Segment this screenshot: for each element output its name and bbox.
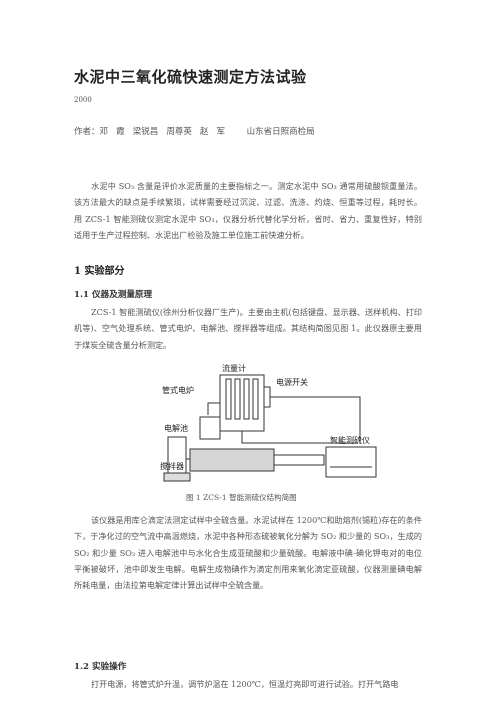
label-tube-furnace: 管式电炉 xyxy=(162,385,194,395)
instrument-text: ZCS-1 智能测硫仪(徐州分析仪器厂生产)。主要由主机(包括键盘、显示器、送样… xyxy=(74,307,422,350)
article-year: 2000 xyxy=(74,96,92,104)
label-electrolysis-cell: 电解池 xyxy=(164,423,188,433)
principle-paragraph: 该仪器是用库仑滴定法测定试样中全硫含量。水泥试样在 1200℃和助熔剂(锡粒)存… xyxy=(74,512,422,593)
flowmeter-tube xyxy=(234,378,241,420)
section-heading-1-1: 1.1 仪器及测量原理 xyxy=(74,290,153,300)
flowmeter-tube xyxy=(252,378,259,420)
flowmeter-tube xyxy=(225,378,232,420)
tube-furnace-symbol xyxy=(199,416,221,440)
instrument-paragraph: ZCS-1 智能测硫仪(徐州分析仪器厂生产)。主要由主机(包括键盘、显示器、送样… xyxy=(74,304,422,353)
electrolysis-cell-symbol xyxy=(167,436,187,478)
abstract-paragraph: 水泥中 SO₃ 含量是评价水泥质量的主要指标之一。测定水泥中 SO₃ 通常用硫酸… xyxy=(74,178,422,243)
article-title: 水泥中三氧化硫快速测定方法试验 xyxy=(74,68,307,86)
section-heading-1: 1 实验部分 xyxy=(74,266,125,277)
figure-caption: 图 1 ZCS-1 智能测硫仪结构简图 xyxy=(186,493,297,502)
power-switch-symbol xyxy=(263,386,271,408)
structure-diagram: 流量计 管式电炉 电源开关 电解池 搅拌器 智能测硫仪 xyxy=(160,363,377,482)
operation-paragraph: 打开电源，将管式炉升温，调节炉温在 1200℃，恒温灯亮即可进行试验。打开气路电 xyxy=(74,676,422,692)
section-heading-1-2: 1.2 实验操作 xyxy=(74,662,127,672)
operation-text: 打开电源，将管式炉升温，调节炉温在 1200℃，恒温灯亮即可进行试验。打开气路电 xyxy=(91,679,399,689)
abstract-text: 水泥中 SO₃ 含量是评价水泥质量的主要指标之一。测定水泥中 SO₃ 通常用硫酸… xyxy=(74,181,422,240)
principle-text: 该仪器是用库仑滴定法测定试样中全硫含量。水泥试样在 1200℃和助熔剂(锡粒)存… xyxy=(74,515,422,591)
flowmeter-tube xyxy=(243,378,250,420)
article-authors: 作者：邓 霞 梁锐昌 周尊英 赵 军 山东省日照商检局 xyxy=(74,127,315,137)
stirrer-symbol xyxy=(163,472,191,482)
instrument-box xyxy=(325,446,377,478)
label-sulfur-instrument: 智能测硫仪 xyxy=(330,435,370,445)
sample-pusher xyxy=(273,454,325,466)
flowmeter-box xyxy=(219,374,265,432)
furnace-tube xyxy=(189,448,275,472)
label-flowmeter: 流量计 xyxy=(222,363,246,373)
label-power-switch: 电源开关 xyxy=(276,377,308,387)
label-stirrer: 搅拌器 xyxy=(160,461,184,471)
